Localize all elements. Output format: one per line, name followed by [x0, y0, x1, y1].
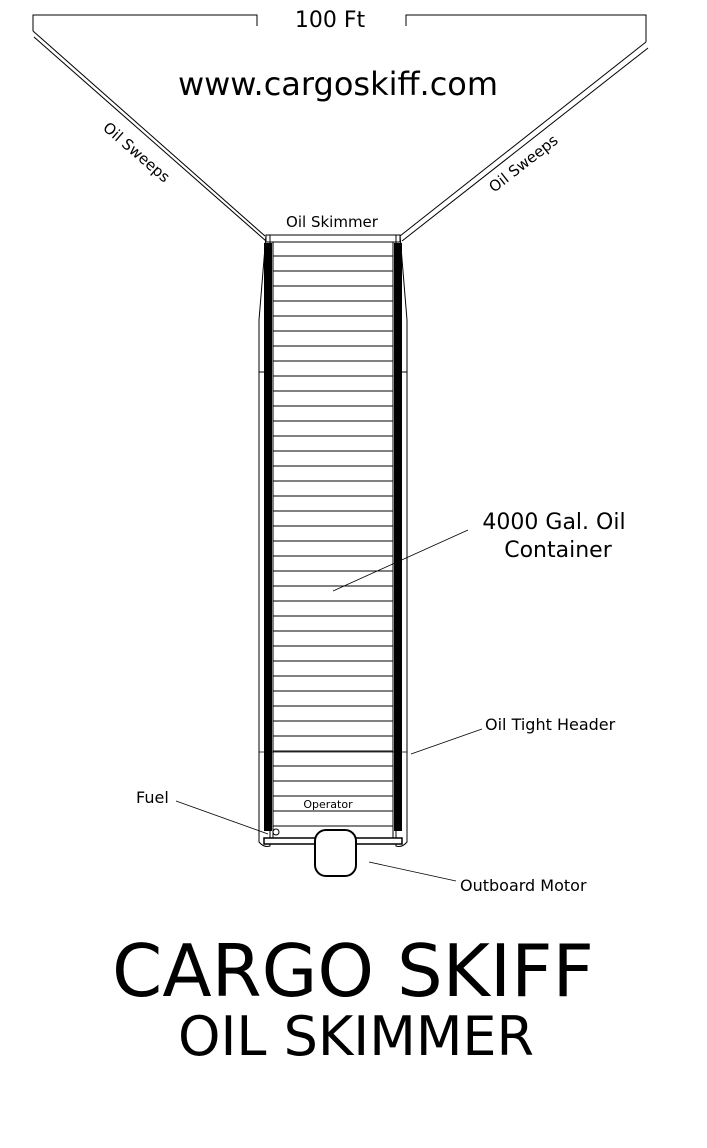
container-slats [273, 255, 393, 827]
container-label-line2: Container [504, 538, 612, 563]
oil-skimmer-label: Oil Skimmer [286, 213, 379, 231]
dimension-bracket [32, 14, 647, 42]
fuel-tank [272, 828, 280, 836]
oil-tight-header-label: Oil Tight Header [485, 715, 616, 734]
oil-sweeps-label-right: Oil Sweeps [485, 131, 561, 196]
fuel-label: Fuel [136, 788, 169, 807]
website-url: www.cargoskiff.com [178, 65, 498, 103]
rail-left [264, 243, 272, 831]
outboard-motor [314, 829, 357, 877]
dimension-label: 100 Ft [295, 8, 366, 33]
rail-right [394, 243, 402, 831]
leader-lines [175, 529, 483, 882]
operator-label: Operator [303, 798, 353, 811]
container-label-line1: 4000 Gal. Oil [482, 510, 625, 535]
outboard-motor-label: Outboard Motor [460, 876, 587, 895]
oil-sweep-left [32, 30, 267, 242]
title-line2: OIL SKIMMER [178, 1005, 534, 1068]
oil-sweeps-label-left: Oil Sweeps [99, 118, 173, 186]
title-line1: CARGO SKIFF [112, 929, 594, 1013]
oil-sweep-right [399, 41, 649, 242]
